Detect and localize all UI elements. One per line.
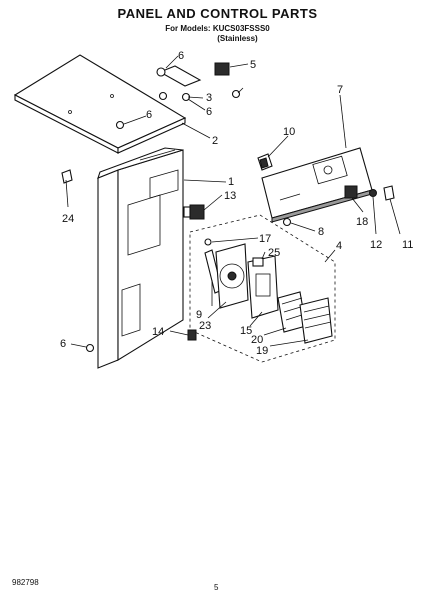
- page-number: 5: [214, 583, 219, 592]
- callout-10: 10: [283, 126, 295, 138]
- fan-assembly: [204, 238, 333, 344]
- callout-20: 20: [251, 334, 263, 346]
- knob-part-11: [383, 185, 395, 201]
- callout-3: 3: [206, 92, 212, 104]
- callout-11: 11: [402, 239, 413, 251]
- callout-1: 1: [228, 176, 234, 188]
- indicator-part-10: [257, 153, 273, 171]
- cabinet-frame: [97, 147, 184, 369]
- callout-6: 6: [178, 50, 184, 62]
- callout-25: 25: [268, 247, 280, 259]
- callout-24: 24: [62, 213, 74, 225]
- callout-6: 6: [206, 106, 212, 118]
- callout-5: 5: [250, 59, 256, 71]
- document-number: 982798: [12, 578, 39, 587]
- rocker-switch-part-13: [183, 204, 205, 220]
- nut-part-12: [369, 189, 377, 197]
- callout-labels: 6 5 3 6 6 2 1 13 7 10 8 17 25 4 9 23 15 …: [60, 50, 413, 357]
- control-panel-part-7: [261, 147, 373, 223]
- callout-9: 9: [196, 309, 202, 321]
- fan-housing-part-15: [247, 255, 279, 319]
- clip-part-14: [187, 329, 197, 341]
- models-line: For Models: KUCS03FSSS0: [165, 24, 270, 33]
- knob-assembly: [344, 185, 395, 201]
- callout-7: 7: [337, 84, 343, 96]
- callout-14: 14: [152, 326, 164, 338]
- callout-15: 15: [240, 325, 252, 337]
- callout-19: 19: [256, 345, 268, 357]
- callout-4: 4: [336, 240, 342, 252]
- callout-13: 13: [224, 190, 236, 202]
- callout-2: 2: [212, 135, 218, 147]
- page-title: PANEL AND CONTROL PARTS: [117, 6, 318, 21]
- grille-part-19: [299, 297, 333, 344]
- callout-12: 12: [370, 239, 382, 251]
- callout-6: 6: [60, 338, 66, 350]
- callout-17: 17: [259, 233, 271, 245]
- callout-6: 6: [146, 109, 152, 121]
- leader-lines: [65, 55, 401, 348]
- callout-23: 23: [199, 320, 211, 332]
- callout-8: 8: [318, 226, 324, 238]
- switch-part-18: [344, 185, 358, 199]
- callout-18: 18: [356, 216, 368, 228]
- hinge-bracket: [85, 62, 241, 353]
- clip-part-25: [252, 257, 264, 267]
- top-cover-panel: [13, 54, 187, 154]
- grommet-part-5: [214, 62, 230, 76]
- finish-line: (Stainless): [217, 34, 258, 43]
- fan-assembly-outline: [189, 214, 336, 363]
- clip-part-24: [61, 169, 73, 184]
- screw-part-17: [204, 238, 212, 246]
- screw-part-8: [282, 217, 292, 227]
